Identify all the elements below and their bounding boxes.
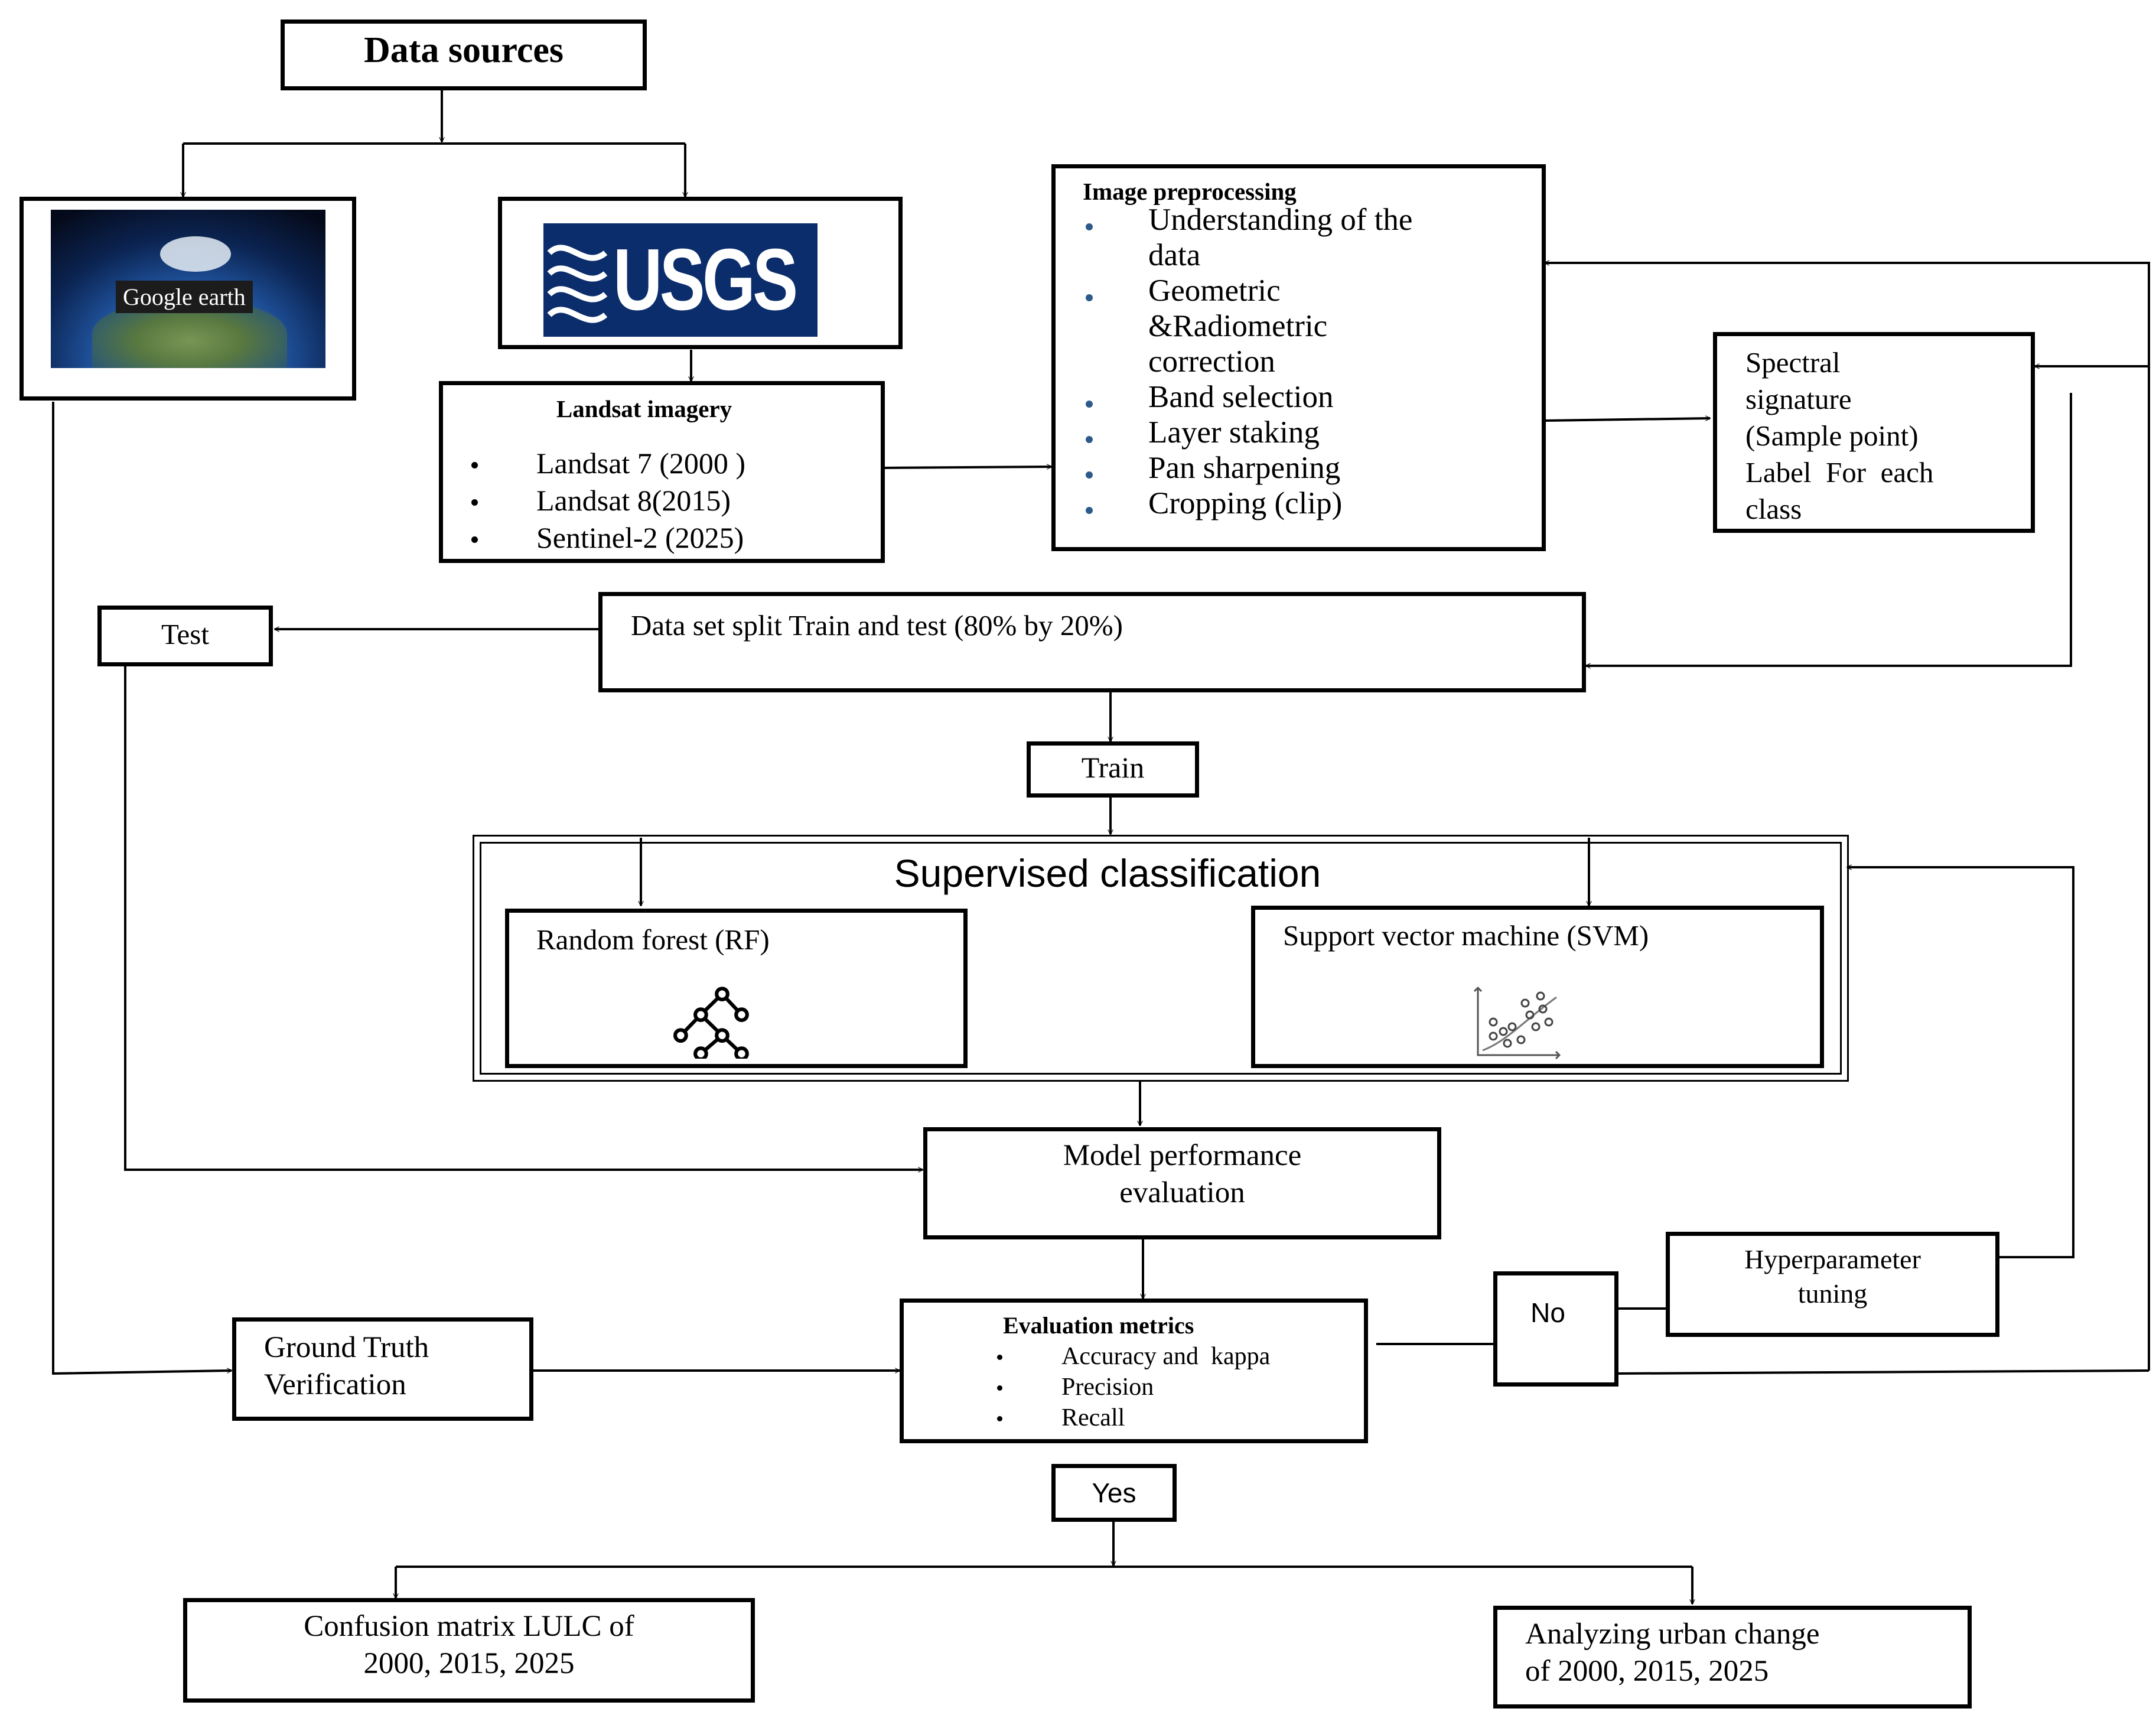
preprocessing-title: Image preprocessing bbox=[1083, 178, 1297, 205]
arrow-feedback-to-preprocessing bbox=[1545, 263, 2150, 1371]
google-earth-logo-text: Google earth bbox=[116, 281, 253, 313]
spectral-line: Label For each bbox=[1745, 456, 1934, 489]
arrow-landsat-to-preprocessing bbox=[882, 467, 1051, 468]
yes-box bbox=[1051, 1464, 1177, 1522]
model-evaluation-line: evaluation bbox=[1119, 1176, 1245, 1209]
preprocessing-box bbox=[1051, 164, 1546, 551]
bullet-dot bbox=[1086, 294, 1093, 301]
confusion-matrix-box bbox=[183, 1598, 755, 1703]
usgs-wave-icon bbox=[547, 245, 608, 323]
bullet-dot bbox=[1086, 507, 1093, 514]
preprocessing-item: Geometric &Radiometric correction bbox=[1081, 273, 1412, 379]
confusion-matrix-line: 2000, 2015, 2025 bbox=[363, 1647, 575, 1680]
evaluation-metrics-box bbox=[900, 1299, 1368, 1443]
no-box bbox=[1493, 1271, 1618, 1387]
svm-label: Support vector machine (SVM) bbox=[1283, 919, 1649, 952]
spectral-line: signature bbox=[1745, 383, 1852, 415]
confusion-matrix-text: Confusion matrix LULC of 2000, 2015, 202… bbox=[183, 1608, 755, 1683]
bullet-dot bbox=[1086, 223, 1093, 230]
landsat-title: Landsat imagery bbox=[556, 395, 732, 422]
hyperparameter-box bbox=[1666, 1232, 1999, 1337]
spectral-line: class bbox=[1745, 493, 1802, 525]
spectral-signature-text: Spectral signature (Sample point) Label … bbox=[1745, 344, 1933, 528]
bullet-dot bbox=[997, 1385, 1002, 1391]
confusion-matrix-line: Confusion matrix LULC of bbox=[304, 1610, 634, 1643]
ground-truth-box bbox=[232, 1317, 533, 1421]
random-forest-box bbox=[505, 909, 968, 1068]
model-evaluation-text: Model performance evaluation bbox=[923, 1137, 1441, 1212]
spectral-signature-box bbox=[1713, 332, 2035, 533]
yes-label: Yes bbox=[1092, 1478, 1136, 1508]
preprocessing-item: Understanding of the data bbox=[1081, 202, 1412, 273]
bullet-dot bbox=[471, 536, 478, 543]
earth-ice bbox=[160, 236, 231, 272]
decision-tree-icon bbox=[673, 987, 749, 1059]
model-evaluation-box bbox=[923, 1127, 1441, 1239]
data-sources-box bbox=[281, 19, 647, 90]
train-label: Train bbox=[1081, 751, 1145, 784]
split-box bbox=[598, 592, 1586, 692]
urban-change-box bbox=[1493, 1606, 1972, 1709]
usgs-logo-text: USGS bbox=[613, 231, 798, 328]
line-no-to-feedback bbox=[1617, 1369, 2150, 1375]
ground-truth-line: Verification bbox=[264, 1368, 406, 1401]
ground-truth-line: Ground Truth bbox=[264, 1331, 429, 1364]
arrow-hyper-to-classification bbox=[1847, 867, 2074, 1258]
supervised-classification-inner bbox=[480, 842, 1842, 1075]
scatter-plot-icon bbox=[1473, 986, 1561, 1060]
no-label: No bbox=[1530, 1297, 1565, 1328]
preprocessing-item: Layer staking bbox=[1081, 415, 1412, 450]
preprocessing-list: Understanding of the data Geometric &Rad… bbox=[1081, 202, 1412, 521]
evaluation-metrics-title: Evaluation metrics bbox=[1003, 1312, 1194, 1339]
model-evaluation-line: Model performance bbox=[1063, 1139, 1302, 1172]
supervised-classification-title: Supervised classification bbox=[894, 851, 1321, 895]
bullet-dot bbox=[1086, 436, 1093, 443]
test-box bbox=[97, 606, 273, 666]
split-label: Data set split Train and test (80% by 20… bbox=[631, 609, 1123, 642]
ground-truth-text: Ground Truth Verification bbox=[264, 1329, 429, 1404]
bullet-dot bbox=[1086, 401, 1093, 408]
preprocessing-item: Cropping (clip) bbox=[1081, 486, 1412, 521]
random-forest-label: Random forest (RF) bbox=[536, 923, 770, 956]
urban-change-line: of 2000, 2015, 2025 bbox=[1525, 1655, 1769, 1688]
test-label: Test bbox=[161, 618, 209, 650]
arrow-preprocessing-to-spectral bbox=[1544, 418, 1710, 422]
svm-box bbox=[1251, 906, 1824, 1068]
arrow-google-earth-to-ground-truth bbox=[52, 402, 232, 1375]
spectral-line: Spectral bbox=[1745, 346, 1841, 379]
bullet-dot bbox=[471, 462, 478, 468]
preprocessing-item: Band selection bbox=[1081, 379, 1412, 415]
hyperparameter-text: Hyperparameter tuning bbox=[1666, 1242, 1999, 1311]
train-box bbox=[1027, 741, 1199, 798]
arrow-test-to-model-eval bbox=[124, 666, 923, 1170]
bullet-dot bbox=[997, 1416, 1002, 1421]
spectral-line: (Sample point) bbox=[1745, 419, 1919, 452]
urban-change-text: Analyzing urban change of 2000, 2015, 20… bbox=[1525, 1616, 1819, 1690]
landsat-box bbox=[439, 381, 885, 563]
arrow-spectral-to-split bbox=[1586, 393, 2072, 666]
hyperparameter-line: Hyperparameter bbox=[1744, 1244, 1921, 1274]
urban-change-line: Analyzing urban change bbox=[1525, 1618, 1820, 1651]
bullet-dot bbox=[1086, 471, 1093, 479]
usgs-logo: USGS bbox=[543, 223, 818, 337]
bullet-dot bbox=[471, 499, 478, 506]
data-sources-title: Data sources bbox=[363, 30, 564, 70]
preprocessing-item: Pan sharpening bbox=[1081, 450, 1412, 486]
hyperparameter-line: tuning bbox=[1797, 1278, 1868, 1309]
bullet-dot bbox=[997, 1355, 1002, 1360]
supervised-classification-box bbox=[473, 835, 1849, 1082]
